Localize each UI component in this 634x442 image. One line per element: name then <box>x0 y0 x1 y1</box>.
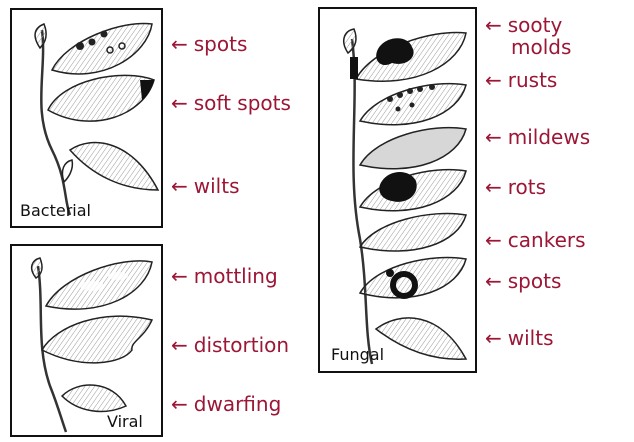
bacterial-label-wilts: ←wilts <box>171 175 240 197</box>
left-arrow-icon: ← <box>171 91 188 115</box>
leaf-spots <box>52 23 152 73</box>
fungal-label-cankers: ←cankers <box>485 229 586 251</box>
bacterial-title: Bacterial <box>20 201 91 220</box>
bacterial-label-spots: ←spots <box>171 33 247 55</box>
viral-leaves-illustration <box>12 246 161 435</box>
left-arrow-icon: ← <box>171 264 188 288</box>
viral-label-distortion: ←distortion <box>171 334 289 356</box>
leaf-cankers <box>360 213 466 251</box>
bacterial-panel: Bacterial <box>10 8 163 228</box>
fungal-label-spots: ←spots <box>485 270 561 292</box>
bacterial-label-soft-spots: ←soft spots <box>171 92 291 114</box>
left-arrow-icon: ← <box>171 32 188 56</box>
fungal-label-rots: ←rots <box>485 176 546 198</box>
fungal-label-wilts: ←wilts <box>485 327 554 349</box>
left-arrow-icon: ← <box>171 392 188 416</box>
leaf-dwarfing <box>62 385 126 411</box>
viral-panel: Viral <box>10 244 163 437</box>
leaf-mildews <box>360 128 466 169</box>
fungal-label-mildews: ←mildews <box>485 126 590 148</box>
leaf-distortion <box>42 316 152 363</box>
fungal-title: Fungal <box>331 345 384 364</box>
left-arrow-icon: ← <box>485 68 502 92</box>
viral-label-dwarfing: ←dwarfing <box>171 393 281 415</box>
leaf-wilts <box>70 143 158 190</box>
left-arrow-icon: ← <box>171 174 188 198</box>
viral-title: Viral <box>107 412 143 431</box>
fungal-label-sooty-molds: ←sooty molds <box>485 14 571 58</box>
fungal-panel: Fungal <box>318 7 477 373</box>
left-arrow-icon: ← <box>485 125 502 149</box>
left-arrow-icon: ← <box>485 269 502 293</box>
fungal-label-rusts: ←rusts <box>485 69 557 91</box>
left-arrow-icon: ← <box>485 326 502 350</box>
leaf-wilts <box>376 318 466 359</box>
left-arrow-icon: ← <box>171 333 188 357</box>
left-arrow-icon: ← <box>485 13 502 37</box>
leaf-soft-spots <box>48 75 154 121</box>
left-arrow-icon: ← <box>485 175 502 199</box>
fungal-leaves-illustration <box>320 9 475 371</box>
bacterial-leaves-illustration <box>12 10 161 226</box>
left-arrow-icon: ← <box>485 228 502 252</box>
viral-label-mottling: ←mottling <box>171 265 278 287</box>
